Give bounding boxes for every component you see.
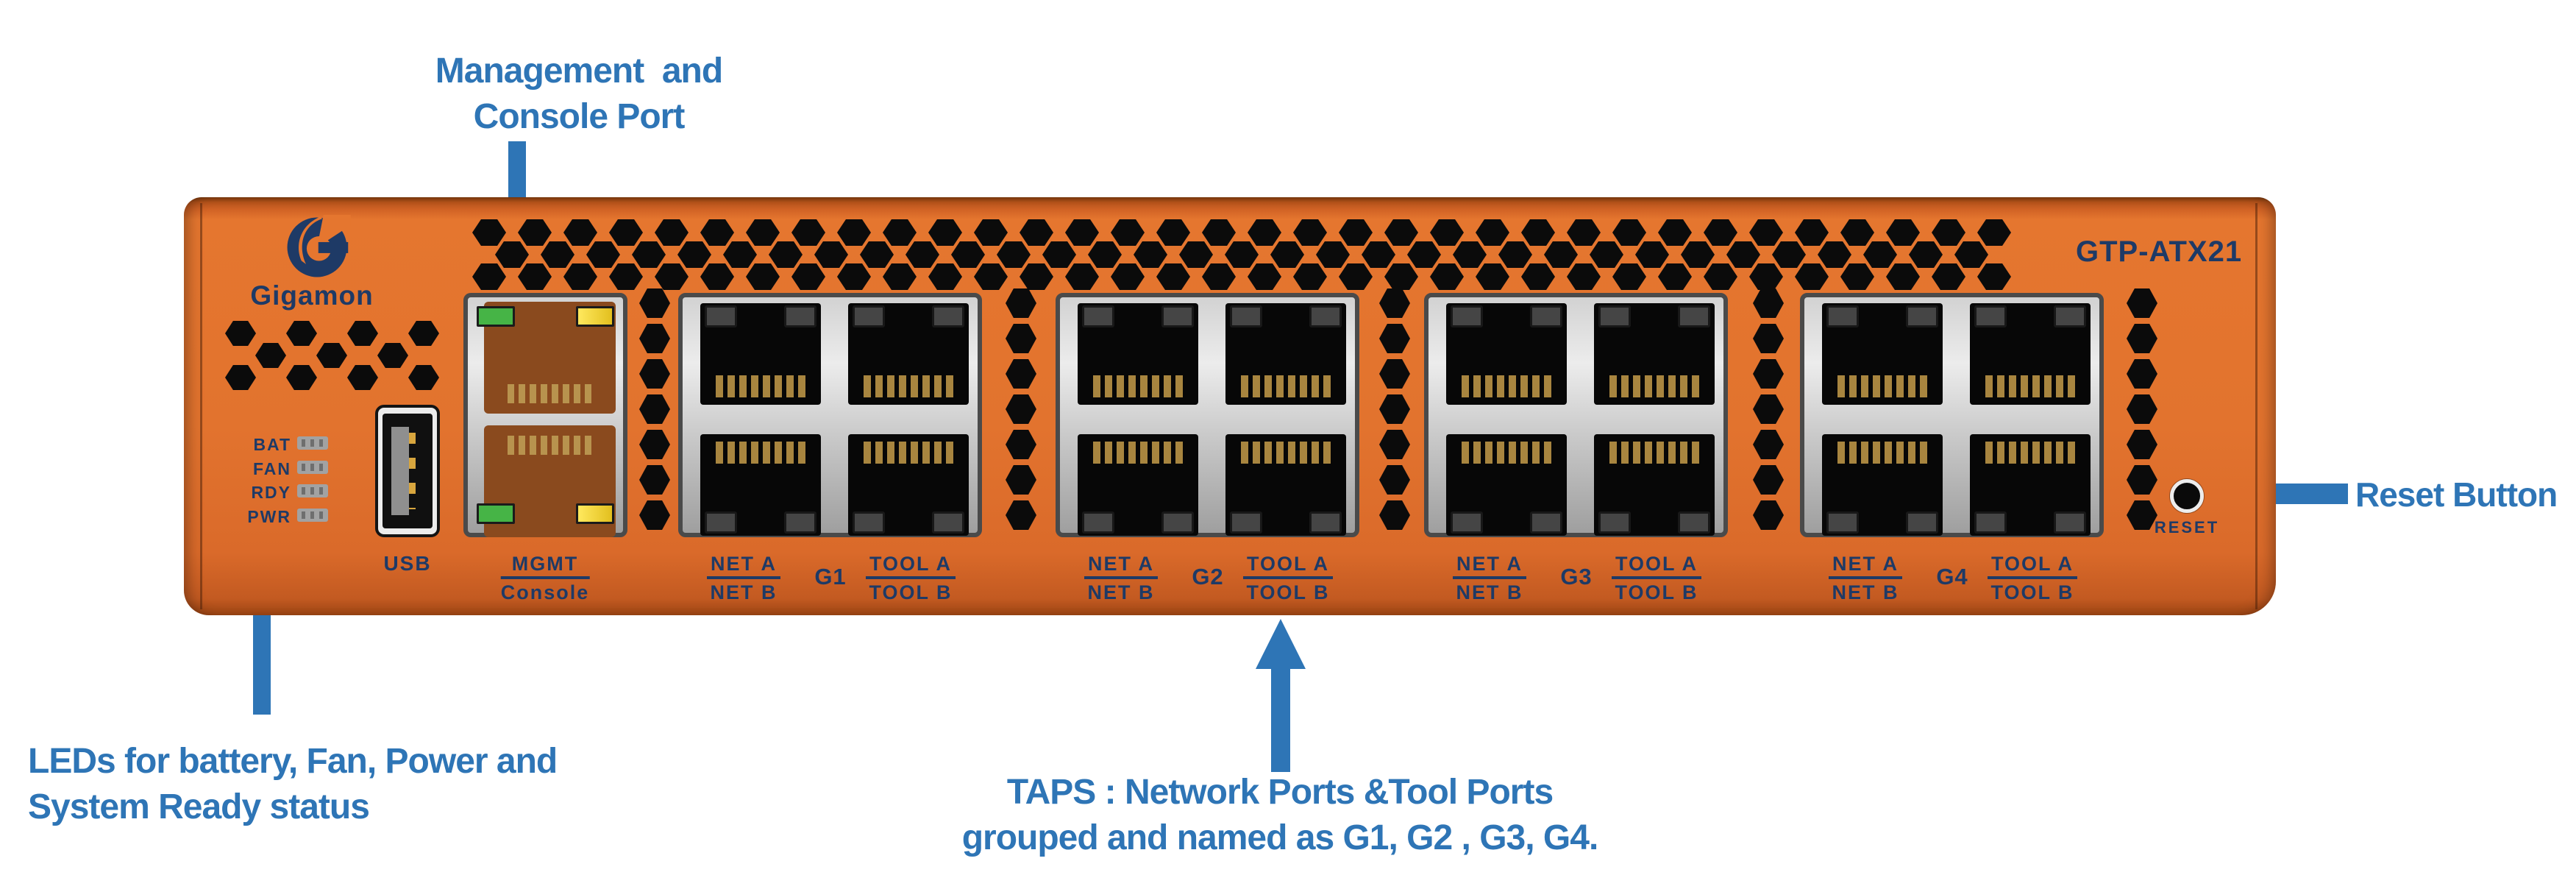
tool-b-port [1594, 434, 1715, 536]
annotation-leds-line2: System Ready status [28, 787, 370, 826]
tool-a-port [1594, 303, 1715, 405]
annotation-management-line2: Console Port [473, 97, 686, 136]
rj45-pins [508, 384, 591, 403]
tool-b-port [1225, 434, 1346, 536]
usb-tongue [391, 427, 409, 515]
net-b-port [1822, 434, 1943, 536]
led-label-pwr: PWR [247, 507, 291, 526]
led-indicator-rdy [297, 484, 328, 497]
annotation-taps-line2: grouped and named as G1, G2 , G3, G4. [961, 818, 1599, 857]
led-indicator-fan [297, 461, 328, 474]
activity-led-yellow [576, 306, 614, 327]
net-a-port [1446, 303, 1567, 405]
usb-port [375, 405, 440, 537]
usb-port-opening [383, 414, 433, 528]
usb-label: USB [383, 552, 432, 575]
net-a-port [1078, 303, 1198, 405]
net-b-port [700, 434, 821, 536]
net-a-port [700, 303, 821, 405]
model-label: GTP-ATX21 [2076, 235, 2243, 268]
tool-a-port [1970, 303, 2091, 405]
activity-led-yellow [576, 503, 614, 524]
net-a-port [1822, 303, 1943, 405]
tool-a-port [1225, 303, 1346, 405]
led-label-fan: FAN [253, 459, 291, 478]
tool-b-port [848, 434, 969, 536]
led-indicator-pwr [297, 509, 328, 522]
usb-contacts [409, 433, 416, 509]
g3-group-label: G3 [1560, 564, 1593, 589]
tap-group-g3 [1424, 293, 1728, 537]
tap-group-g1 [678, 293, 982, 537]
reset-button[interactable] [2170, 479, 2204, 513]
link-led-green [477, 306, 515, 327]
reset-button-label: RESET [2154, 518, 2220, 536]
annotation-taps-line1: TAPS : Network Ports &Tool Ports [1006, 773, 1554, 812]
link-led-green [477, 503, 515, 524]
g4-group-label: G4 [1936, 564, 1968, 589]
mgmt-console-port [463, 293, 627, 537]
chassis-left-cap-line [200, 203, 202, 609]
led-label-rdy: RDY [251, 483, 291, 502]
annotation-reset-button: Reset Button [2355, 475, 2558, 514]
tool-b-port [1970, 434, 2091, 536]
led-label-bat: BAT [253, 435, 291, 454]
net-b-port [1078, 434, 1198, 536]
annotation-leds-line1: LEDs for battery, Fan, Power and [28, 742, 558, 781]
rj45-pins [508, 436, 591, 455]
gigamon-wordmark: Gigamon [250, 280, 374, 311]
gigamon-logo-icon [278, 215, 356, 280]
g2-group-label: G2 [1192, 564, 1224, 589]
annotation-taps: TAPS : Network Ports &Tool Ports grouped … [961, 770, 1599, 861]
arrow-up-to-taps [1256, 619, 1306, 773]
tap-group-g2 [1056, 293, 1359, 537]
chassis-right-cap-line [2255, 203, 2257, 609]
g1-group-label: G1 [814, 564, 847, 589]
annotation-management-line1: Management and [435, 52, 723, 91]
led-indicator-bat [297, 436, 328, 450]
tap-group-g4 [1800, 293, 2104, 537]
mgmt-console-label: MGMT Console [500, 553, 590, 603]
net-b-port [1446, 434, 1567, 536]
tool-a-port [848, 303, 969, 405]
